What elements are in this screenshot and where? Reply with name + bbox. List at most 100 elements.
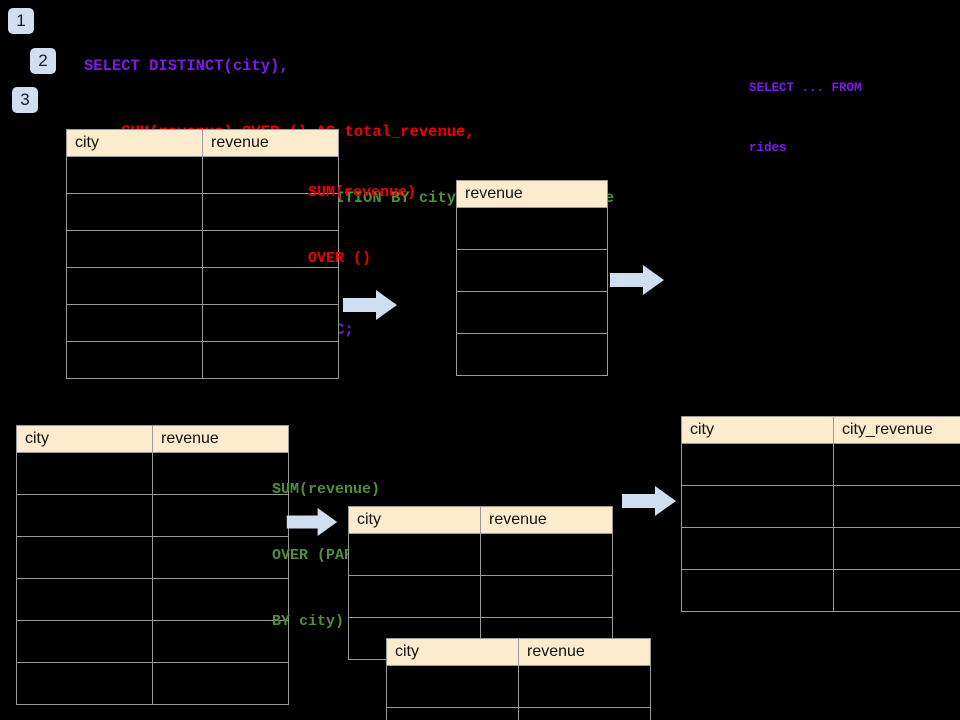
rides-source-table-bottom: city revenue (16, 425, 289, 705)
column-header-revenue: revenue (518, 638, 651, 666)
table-cell (16, 536, 153, 579)
table-row (66, 267, 339, 305)
arrow-source-to-partition (286, 508, 338, 536)
table-cell (833, 443, 960, 486)
sql-line-select: SELECT DISTINCT(city), (84, 57, 289, 75)
table-cell (152, 452, 289, 495)
table-row (16, 494, 289, 537)
table-row (386, 707, 651, 720)
column-header-revenue: revenue (456, 180, 608, 208)
table-row (66, 193, 339, 231)
table-cell (16, 494, 153, 537)
table-row (456, 249, 608, 292)
table-row (456, 333, 608, 376)
table-cell (518, 707, 651, 720)
table-row (386, 665, 651, 708)
table-row (681, 443, 960, 486)
table-header-row: city revenue (348, 506, 613, 534)
table-cell (152, 536, 289, 579)
table-cell (66, 341, 203, 379)
table-cell (348, 575, 481, 618)
rides-source-table-top: city revenue (66, 129, 339, 379)
table-row (16, 620, 289, 663)
partition-table-front: city revenue (386, 638, 651, 720)
column-header-city: city (386, 638, 519, 666)
table-cell (66, 304, 203, 342)
table-cell (202, 304, 339, 342)
table-header-row: city revenue (16, 425, 289, 453)
table-cell (16, 662, 153, 705)
column-header-city: city (16, 425, 153, 453)
side-note-line-1: SELECT ... FROM (749, 81, 862, 95)
table-header-row: revenue (456, 180, 608, 208)
table-cell (681, 485, 834, 528)
partition-table-back: city revenue (348, 506, 613, 660)
table-cell (202, 230, 339, 268)
column-header-revenue: revenue (202, 129, 339, 157)
table-header-row: city city_revenue (681, 416, 960, 444)
table-cell (456, 291, 608, 334)
table-row (456, 291, 608, 334)
total-revenue-table: revenue (456, 180, 608, 376)
table-cell (833, 485, 960, 528)
table-cell (66, 193, 203, 231)
table-cell (833, 569, 960, 612)
table-cell (66, 267, 203, 305)
table-row (681, 485, 960, 528)
result-table: city city_revenue (681, 416, 960, 612)
table-row (348, 533, 613, 576)
table-cell (202, 156, 339, 194)
step-badge-3: 3 (12, 87, 38, 113)
step-badge-1: 1 (8, 8, 34, 34)
table-row (66, 156, 339, 194)
table-cell (833, 527, 960, 570)
table-cell (202, 193, 339, 231)
table-cell (16, 620, 153, 663)
table-row (16, 662, 289, 705)
step-badge-2: 2 (30, 48, 56, 74)
table-row (66, 230, 339, 268)
table-cell (66, 230, 203, 268)
table-cell (16, 578, 153, 621)
table-row (681, 527, 960, 570)
column-header-city: city (681, 416, 834, 444)
annotation-sum-over-empty: SUM(revenue) OVER () (308, 138, 416, 314)
table-cell (152, 662, 289, 705)
table-row (66, 304, 339, 342)
arrow-partition-to-result (622, 486, 676, 516)
table-cell (386, 665, 519, 708)
column-header-city: city (66, 129, 203, 157)
table-cell (480, 575, 613, 618)
table-cell (152, 620, 289, 663)
table-cell (480, 533, 613, 576)
table-cell (518, 665, 651, 708)
table-row (16, 452, 289, 495)
table-row (681, 569, 960, 612)
table-header-row: city revenue (386, 638, 651, 666)
arrow-source-to-total (343, 290, 397, 320)
table-row (16, 536, 289, 579)
table-cell (152, 494, 289, 537)
annotation-line-2: OVER () (308, 250, 372, 267)
annotation-line-1: SUM(revenue) (308, 184, 417, 201)
table-cell (348, 533, 481, 576)
table-cell (16, 452, 153, 495)
table-cell (681, 569, 834, 612)
annotation-line-3: BY city) (272, 613, 345, 630)
table-cell (681, 443, 834, 486)
column-header-city-revenue: city_revenue (833, 416, 960, 444)
table-row (456, 207, 608, 250)
column-header-revenue: revenue (480, 506, 613, 534)
table-cell (386, 707, 519, 720)
side-note-select-from: SELECT ... FROM rides (749, 38, 862, 198)
column-header-city: city (348, 506, 481, 534)
column-header-revenue: revenue (152, 425, 289, 453)
table-row (16, 578, 289, 621)
table-cell (456, 333, 608, 376)
side-note-line-2: rides (749, 141, 787, 155)
table-cell (456, 207, 608, 250)
table-cell (152, 578, 289, 621)
table-cell (456, 249, 608, 292)
annotation-line-1: SUM(revenue) (272, 481, 381, 498)
